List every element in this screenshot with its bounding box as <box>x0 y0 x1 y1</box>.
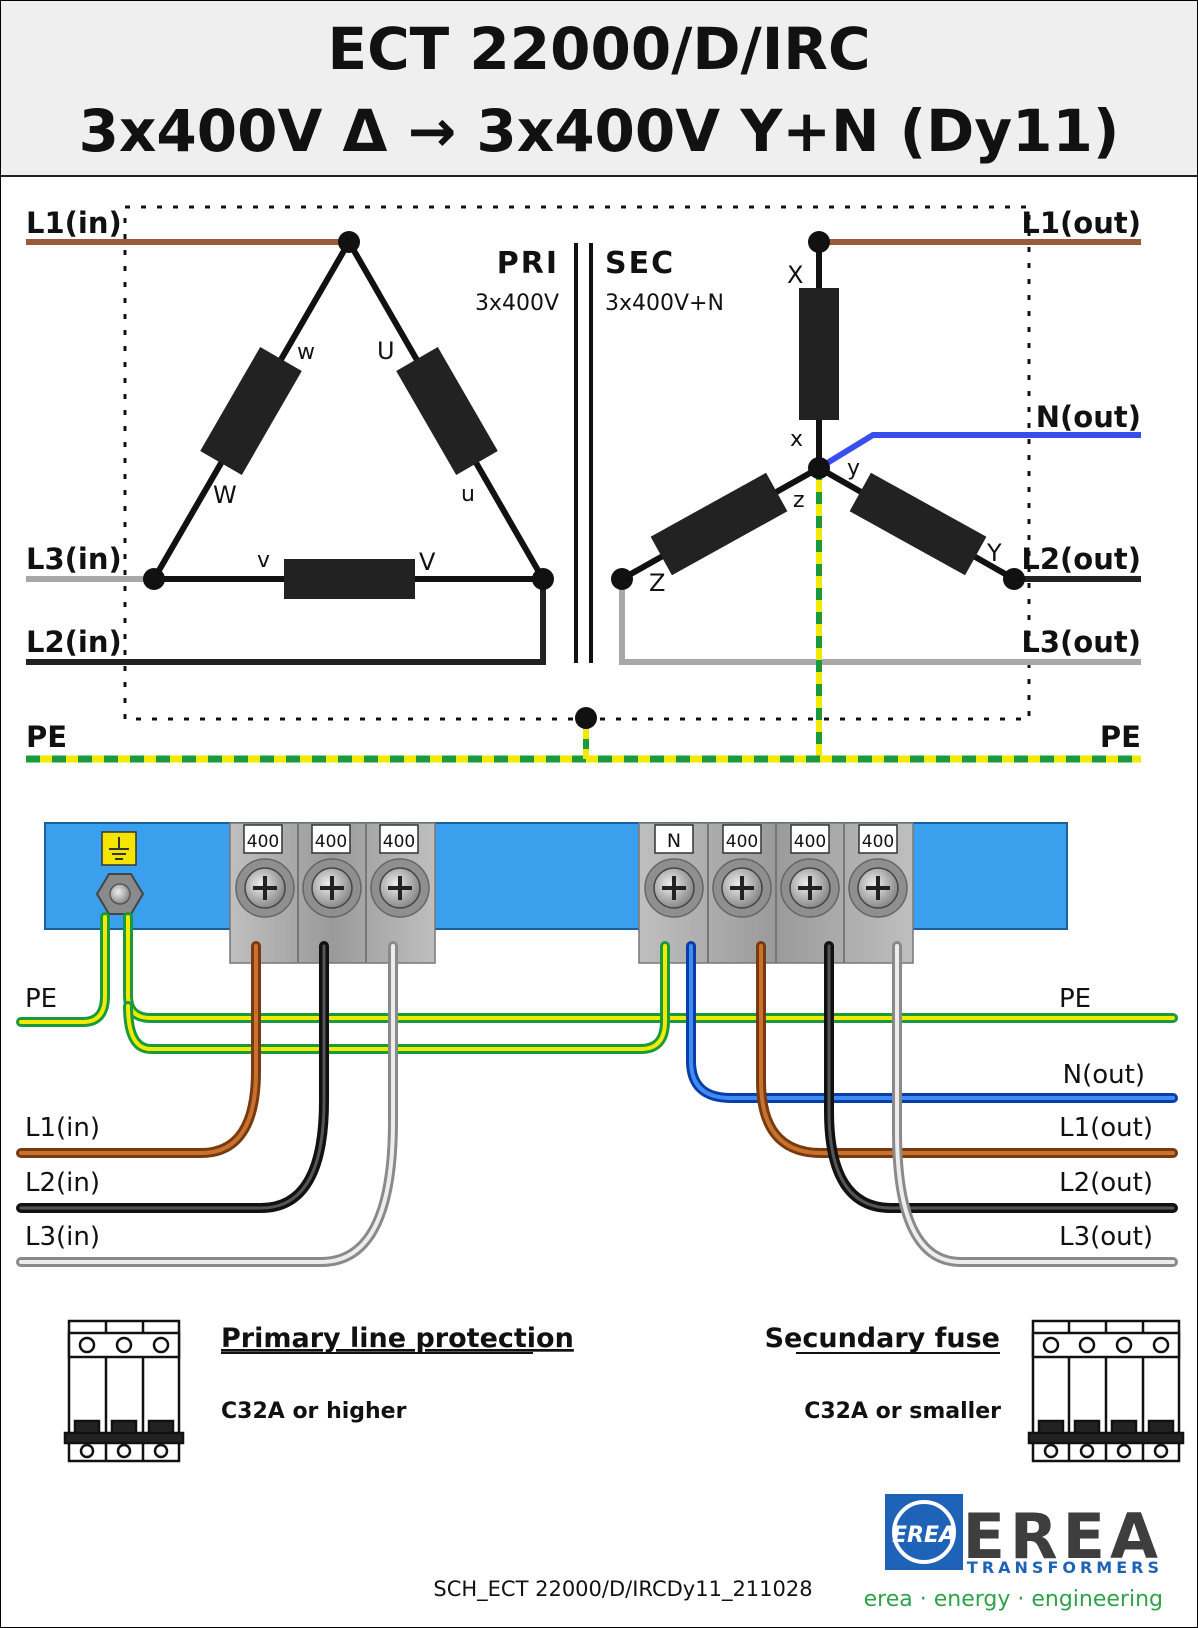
logo-tagline: erea · energy · engineering <box>864 1587 1163 1612</box>
term-v-lower: v <box>257 548 270 573</box>
wire-label-pe-right: PE <box>1059 984 1091 1014</box>
wire-label-l1-in: L1(in) <box>25 1113 100 1143</box>
terminal-n-label: N <box>667 830 681 852</box>
term-U: U <box>377 337 395 365</box>
terminal-l2-in-label: 400 <box>315 832 347 852</box>
drawing-reference: SCH_ECT 22000/D/IRCDy11_211028 <box>433 1577 812 1602</box>
term-z-lower: z <box>793 488 805 513</box>
coil-x <box>799 288 839 420</box>
logo-subtitle: TRANSFORMERS <box>967 1558 1163 1577</box>
logo-mark <box>885 1494 963 1570</box>
label-l2-out: L2(out) <box>1021 542 1141 576</box>
wire-label-l2-in: L2(in) <box>25 1168 100 1198</box>
wire-labels: PE L1(in) L2(in) L3(in) PE N(out) L1(out… <box>25 984 1153 1252</box>
term-V: V <box>419 548 436 576</box>
page-title: ECT 22000/D/IRC <box>327 15 871 83</box>
logo-wordmark: EREA <box>963 1500 1163 1573</box>
term-u-lower: u <box>461 482 475 507</box>
node-top <box>338 231 360 253</box>
coil-y <box>849 472 987 576</box>
transformer-enclosure <box>123 205 1031 721</box>
node-left <box>143 568 165 590</box>
wire-label-l1-out: L1(out) <box>1059 1113 1153 1143</box>
terminal-block: 400 400 400 <box>44 822 1068 964</box>
secondary-protection-value: C32A or smaller <box>804 1399 1001 1424</box>
primary-protection-title: Primary line protection <box>221 1323 574 1354</box>
page-subtitle: 3x400V Δ → 3x400V Y+N (Dy11) <box>78 97 1120 165</box>
node-right <box>532 568 554 590</box>
terminal-l1-in-label: 400 <box>247 832 279 852</box>
secondary-breaker-icon <box>1027 1319 1185 1463</box>
terminal-l2-out-label: 400 <box>794 832 826 852</box>
coil-w <box>200 347 302 475</box>
wire-label-n-out: N(out) <box>1063 1060 1145 1090</box>
coil-v <box>284 559 415 599</box>
terminal-l3-out-label: 400 <box>862 832 894 852</box>
term-Y: Y <box>986 539 1002 567</box>
coil-u <box>396 347 498 475</box>
wires <box>16 912 1178 1267</box>
wire-label-l3-out: L3(out) <box>1059 1222 1153 1252</box>
n-out-line <box>817 432 1141 471</box>
term-y-lower: y <box>847 456 860 481</box>
label-l2-in: L2(in) <box>26 625 122 659</box>
schematic: L1(in) L3(in) L2(in) PE L1(out) N(out) L… <box>26 205 1141 763</box>
term-W: W <box>213 481 237 509</box>
term-X: X <box>787 261 803 289</box>
secondary-terminals: N 400 400 400 <box>638 822 914 964</box>
label-l3-in: L3(in) <box>26 542 122 576</box>
term-x-lower: x <box>790 427 803 452</box>
wire-label-l3-in: L3(in) <box>25 1222 100 1252</box>
term-w-lower: w <box>297 340 315 365</box>
label-sec: SEC <box>605 246 675 281</box>
label-sec-voltage: 3x400V+N <box>605 291 724 316</box>
label-pe-right: PE <box>1100 720 1141 754</box>
coil-z <box>650 472 788 576</box>
terminal-l1-out-label: 400 <box>726 832 758 852</box>
label-l1-in: L1(in) <box>26 206 122 240</box>
primary-protection-value: C32A or higher <box>221 1399 407 1424</box>
l2-in-line <box>26 579 546 665</box>
terminal-label-box <box>243 824 283 854</box>
primary-terminals: 400 400 400 <box>229 822 436 964</box>
label-pe-left: PE <box>26 720 67 754</box>
secondary-protection-title: Secundary fuse <box>765 1323 1000 1354</box>
logo-mark-text: EREA <box>892 1523 956 1548</box>
l3-out-line <box>619 579 1141 665</box>
label-pri: PRI <box>497 246 559 281</box>
wire-l3-out <box>892 941 1178 1267</box>
terminal-l3-in-label: 400 <box>383 832 415 852</box>
label-pri-voltage: 3x400V <box>475 291 559 316</box>
core-earth-node <box>575 707 597 729</box>
term-Z: Z <box>649 569 665 597</box>
wire-label-pe-left: PE <box>25 984 57 1014</box>
erea-logo: EREA EREA TRANSFORMERS erea · energy · e… <box>864 1494 1163 1612</box>
label-l1-out: L1(out) <box>1021 206 1141 240</box>
primary-breaker-icon <box>63 1319 185 1463</box>
label-n-out: N(out) <box>1036 400 1141 434</box>
wire-label-l2-out: L2(out) <box>1059 1168 1153 1198</box>
label-l3-out: L3(out) <box>1021 625 1141 659</box>
header: ECT 22000/D/IRC 3x400V Δ → 3x400V Y+N (D… <box>1 1 1197 177</box>
wire-l3-in <box>16 941 398 1267</box>
